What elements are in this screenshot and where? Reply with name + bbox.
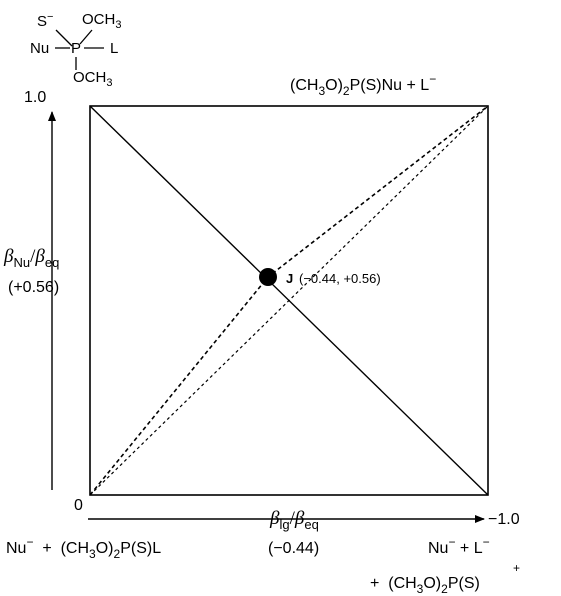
x-right-tick-label: −1.0 <box>488 511 520 528</box>
structure-sulfur: S− <box>37 11 53 30</box>
x-axis-label: βlg/βeq <box>269 508 319 532</box>
x-axis-value: (−0.44) <box>268 540 319 557</box>
reactants-label: Nu− + (CH3O)2P(S)L <box>6 535 161 561</box>
intermediate-label-line1: Nu− + L− <box>428 535 490 557</box>
origin-label: 0 <box>74 497 83 514</box>
product-label-top-right: (CH3O)2P(S)Nu + L− <box>290 72 436 98</box>
diagonal-synchronous <box>89 105 489 496</box>
y-axis-label: βNu/βeq <box>3 246 59 270</box>
phosphorus-plus-charge: + <box>513 561 520 575</box>
intermediate-label-line2: + (CH3O)2P(S) <box>370 575 480 596</box>
y-axis-value: (+0.56) <box>8 279 59 296</box>
diagram-frame <box>89 105 489 496</box>
structure-l: L <box>110 40 118 57</box>
phosphorane-structure: S− OCH3 Nu P L OCH3 <box>30 11 121 89</box>
structure-och3-top: OCH3 <box>82 11 121 31</box>
point-j-label: J <box>286 271 293 286</box>
point-j-coords: (−0.44, +0.56) <box>299 271 381 286</box>
structure-phosphorus: P <box>71 40 81 57</box>
point-j-marker <box>259 268 277 286</box>
structure-och3-bottom: OCH3 <box>73 69 112 89</box>
bond-p-s <box>55 29 73 47</box>
structure-nu: Nu <box>30 40 49 57</box>
y-top-tick-label: 1.0 <box>24 89 46 106</box>
bond-p-och3-top <box>79 29 93 45</box>
